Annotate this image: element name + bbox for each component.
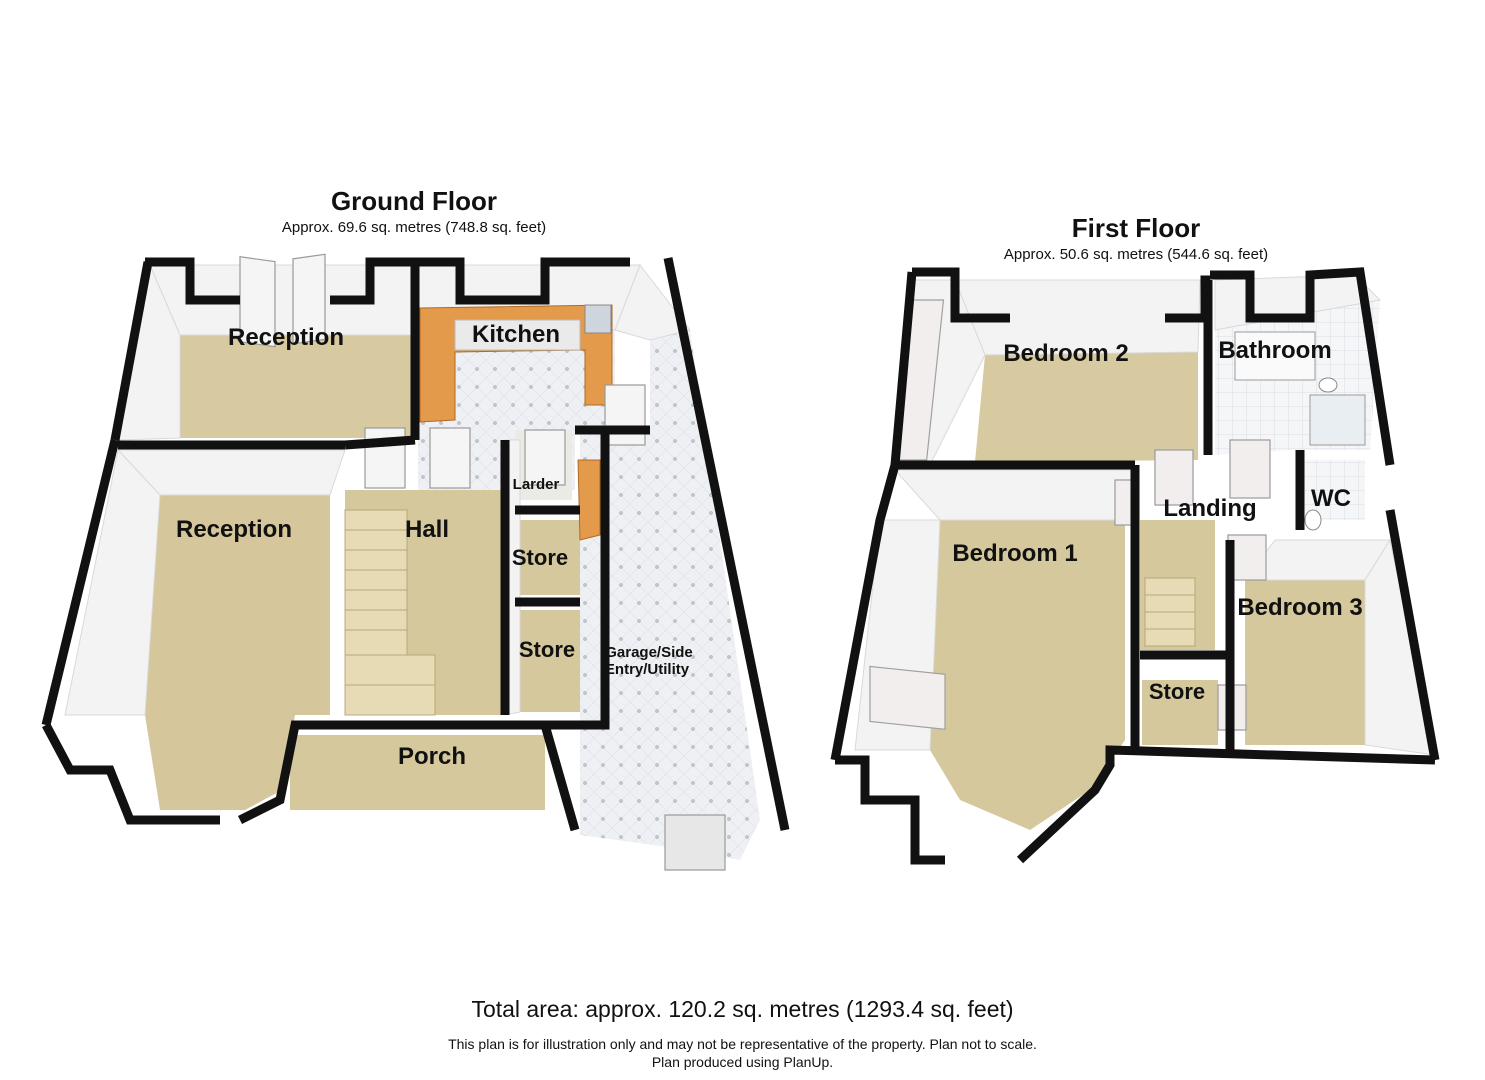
disclaimer: This plan is for illustration only and m… — [448, 1036, 1037, 1052]
first-staircase — [1144, 577, 1196, 647]
first-floor-title: First Floor — [1071, 213, 1201, 243]
label-garage-line2: Entry/Utility — [605, 661, 690, 678]
garage-window — [664, 814, 726, 871]
garage-floor — [580, 330, 760, 860]
hall-door-2 — [429, 427, 471, 489]
first-floor-area: Approx. 50.6 sq. metres (544.6 sq. feet) — [1003, 246, 1269, 263]
label-bathroom: Bathroom — [1218, 337, 1331, 364]
total-area: Total area: approx. 120.2 sq. metres (12… — [471, 996, 1014, 1022]
ground-floor-area: Approx. 69.6 sq. metres (748.8 sq. feet) — [281, 219, 547, 236]
ground-floor-plan: Reception Kitchen Reception Hall Larder … — [41, 253, 790, 871]
label-porch: Porch — [398, 743, 466, 770]
wc-floor — [1300, 460, 1365, 520]
bathroom-fixtures — [1234, 331, 1366, 531]
first-floor-walls — [830, 267, 1440, 865]
hob-icon — [584, 304, 612, 334]
label-store-2: Store — [519, 637, 575, 662]
label-store-1: Store — [512, 545, 568, 570]
label-bedroom-3: Bedroom 3 — [1237, 594, 1362, 621]
ground-floor-walls — [41, 257, 790, 832]
store-floor — [1142, 680, 1218, 745]
ground-floor-title: Ground Floor — [330, 186, 498, 216]
bedroom-3-floor — [1245, 580, 1365, 745]
plan-credit: Plan produced using PlanUp. — [651, 1054, 834, 1070]
label-wc: WC — [1311, 485, 1351, 512]
label-kitchen: Kitchen — [472, 321, 560, 348]
first-floor-labels: Bedroom 2 Bathroom Bedroom 1 Landing WC … — [952, 337, 1362, 704]
ground-doors — [239, 253, 726, 871]
bedroom-1-floor — [930, 520, 1125, 830]
ground-floor-labels: Reception Kitchen Reception Hall Larder … — [176, 321, 693, 770]
label-landing: Landing — [1163, 495, 1256, 522]
label-hall: Hall — [405, 516, 449, 543]
label-bedroom-2: Bedroom 2 — [1003, 340, 1128, 367]
bedroom-2-door — [1154, 449, 1194, 506]
first-floor-plan: Bedroom 2 Bathroom Bedroom 1 Landing WC … — [830, 267, 1440, 865]
porch-floor — [290, 735, 545, 810]
kitchen-side-door — [604, 384, 646, 446]
shower-icon — [1309, 394, 1366, 446]
rear-reception-floor — [178, 335, 412, 438]
toilet-icon — [1304, 509, 1322, 531]
basin-icon — [1318, 377, 1338, 393]
larder-door — [524, 429, 566, 486]
ground-floor-wall-faces — [64, 263, 691, 716]
front-reception-floor — [145, 495, 330, 810]
bedroom-2-floor — [975, 352, 1198, 462]
ground-staircase — [344, 509, 436, 716]
label-reception-front: Reception — [176, 516, 292, 543]
label-bedroom-1: Bedroom 1 — [952, 540, 1077, 567]
store-1-floor — [520, 520, 580, 595]
label-store: Store — [1149, 679, 1205, 704]
kitchen-counters — [419, 304, 613, 541]
label-larder: Larder — [513, 476, 560, 493]
bath-icon — [1234, 331, 1316, 381]
french-door-right — [292, 253, 326, 345]
label-garage-line1: Garage/Side — [605, 644, 693, 661]
wardrobes — [869, 299, 946, 730]
store-2-floor — [520, 610, 580, 712]
bathroom-door — [1229, 439, 1271, 499]
label-reception-rear: Reception — [228, 324, 344, 351]
